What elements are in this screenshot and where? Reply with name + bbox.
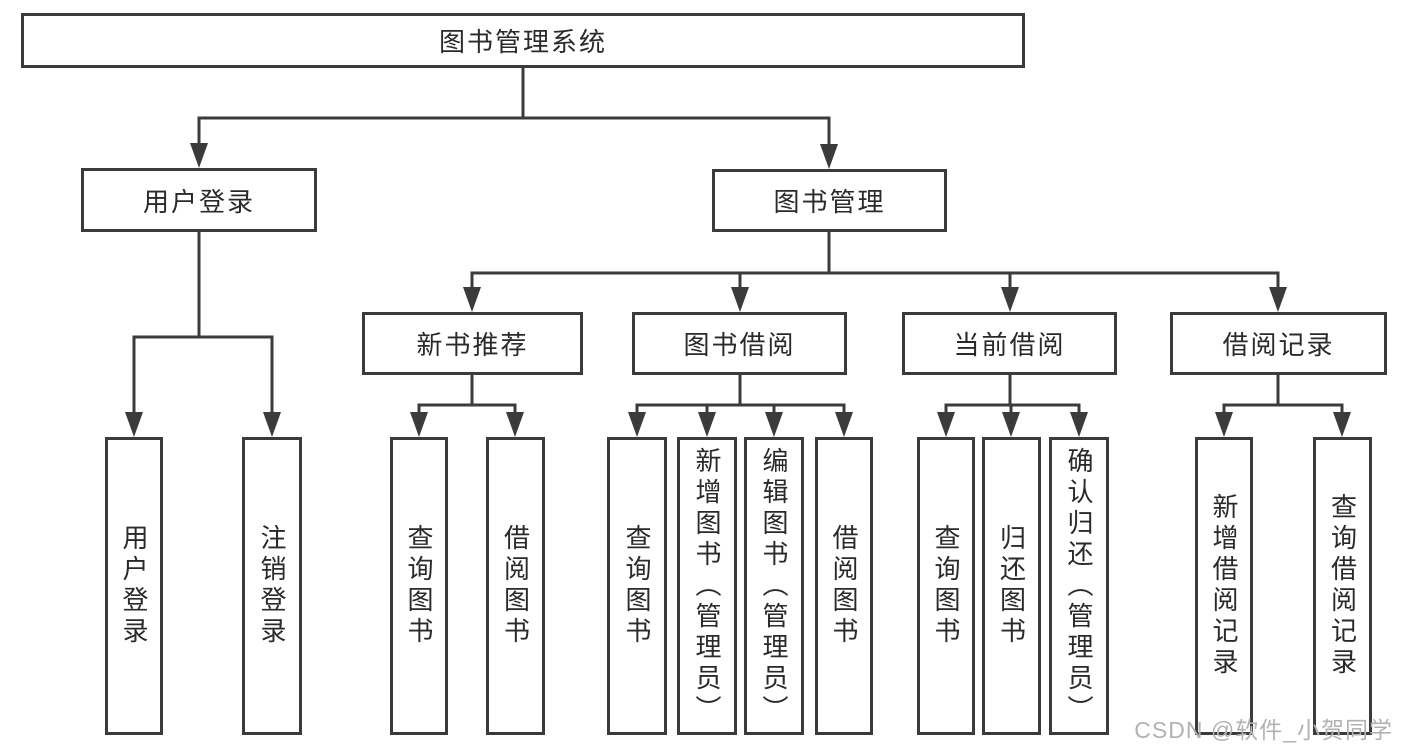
- connector-book-borrow-split: [635, 373, 846, 415]
- connector-book-management-split: [470, 230, 1280, 290]
- node-user-login: 用户登录: [81, 168, 317, 232]
- arrowhead: [190, 143, 208, 168]
- node-label: 编辑图书（管理员）: [759, 446, 789, 726]
- arrowhead: [835, 412, 853, 437]
- node-label: 新增图书（管理员）: [692, 446, 722, 726]
- node-label: 查询图书: [931, 524, 961, 648]
- node-label: 归还图书: [996, 524, 1027, 648]
- node-label: 当前借阅: [953, 330, 1066, 360]
- node-current-borrow: 当前借阅: [902, 312, 1117, 375]
- leaf-borrow-books: 借阅图书: [815, 437, 873, 735]
- leaf-confirm-return-admin: 确认归还（管理员）: [1049, 437, 1109, 735]
- node-label: 新增借阅记录: [1209, 493, 1239, 679]
- node-label: 图书管理系统: [438, 27, 607, 57]
- node-label: 确认归还（管理员）: [1064, 446, 1094, 726]
- arrowhead: [937, 412, 955, 437]
- arrowhead: [1002, 412, 1020, 437]
- leaf-query-books-recommend: 查询图书: [390, 437, 448, 735]
- connector-user-login-split: [132, 230, 274, 415]
- connector-borrow-records-split: [1222, 373, 1344, 415]
- arrowhead: [1070, 412, 1088, 437]
- node-label: 查询图书: [622, 524, 652, 648]
- arrowhead: [410, 412, 428, 437]
- node-label: 用户登录: [119, 524, 149, 648]
- node-label: 借阅记录: [1222, 330, 1335, 360]
- arrowhead: [1269, 287, 1287, 312]
- leaf-add-borrow-record: 新增借阅记录: [1195, 437, 1253, 735]
- arrowhead: [463, 287, 481, 312]
- arrowhead: [1215, 412, 1233, 437]
- node-label: 图书借阅: [683, 330, 796, 360]
- arrowhead: [506, 412, 524, 437]
- node-borrow-records: 借阅记录: [1170, 312, 1387, 375]
- connector-new-book-split: [417, 373, 517, 415]
- connector-current-borrow-split: [944, 373, 1081, 415]
- node-label: 查询借阅记录: [1327, 493, 1358, 679]
- leaf-borrow-books-recommend: 借阅图书: [486, 437, 545, 735]
- arrowhead: [1333, 412, 1351, 437]
- arrowhead: [628, 412, 646, 437]
- node-label: 借阅图书: [829, 524, 859, 648]
- leaf-edit-book-admin: 编辑图书（管理员）: [744, 437, 804, 735]
- arrowhead: [125, 412, 143, 437]
- arrowhead: [820, 144, 838, 169]
- arrowhead: [263, 412, 281, 437]
- node-book-management: 图书管理: [712, 169, 947, 232]
- node-label: 借阅图书: [500, 524, 531, 648]
- arrowhead: [698, 412, 716, 437]
- node-label: 图书管理: [773, 187, 886, 217]
- node-label: 用户登录: [142, 186, 255, 217]
- leaf-logout: 注销登录: [242, 437, 302, 735]
- node-book-borrow: 图书借阅: [632, 312, 847, 375]
- leaf-query-borrow-record: 查询借阅记录: [1313, 437, 1372, 735]
- leaf-user-login: 用户登录: [105, 437, 163, 735]
- csdn-watermark: CSDN @软件_小贺同学: [1134, 717, 1393, 743]
- leaf-add-book-admin: 新增图书（管理员）: [677, 437, 737, 735]
- arrowhead: [731, 287, 749, 312]
- leaf-query-books-current: 查询图书: [917, 437, 975, 735]
- arrowhead: [765, 412, 783, 437]
- connector-root-split: [197, 66, 831, 147]
- leaf-query-books-borrow: 查询图书: [607, 437, 667, 735]
- node-label: 注销登录: [257, 524, 287, 648]
- node-label: 查询图书: [404, 524, 434, 648]
- arrowhead: [1001, 287, 1019, 312]
- leaf-return-books: 归还图书: [982, 437, 1041, 735]
- node-label: 新书推荐: [416, 330, 529, 360]
- node-root-book-management-system: 图书管理系统: [21, 13, 1025, 68]
- node-new-book-recommend: 新书推荐: [362, 312, 583, 375]
